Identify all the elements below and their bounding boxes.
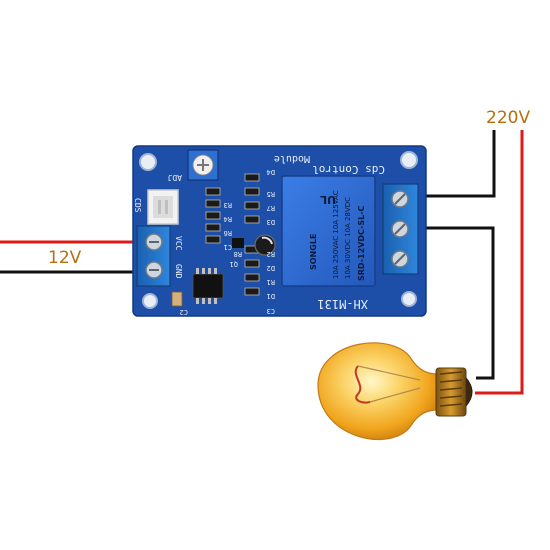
relay-ul-mark: UL [320,193,336,206]
silk-r8: R8 [234,250,242,258]
silk-r4: R4 [224,215,232,223]
label-220v: 220V [486,108,530,128]
relay: UL SONGLE 10A 250VAC 10A 125VAC 10A 30VD… [281,175,376,287]
relay-model: SRD-12VDC-SL-C [357,205,366,281]
silk-r7: R7 [267,204,275,212]
silk-d1: D1 [267,292,275,300]
cds-connector [147,189,179,225]
light-bulb-icon [317,342,473,440]
wire-220v-neutral-in [418,130,496,198]
silk-r2: R2 [267,250,275,258]
mounting-holes [139,151,418,309]
silk-c1: C1 [224,243,232,251]
silk-d4: D4 [267,168,275,176]
input-terminal [136,225,171,287]
silk-d3: D3 [267,218,275,226]
wire-220v-live [475,130,524,395]
silk-r1: R1 [267,278,275,286]
smd-components [171,173,276,307]
output-terminal [382,183,419,275]
silk-q1: Q1 [230,260,238,268]
label-12v: 12V [48,248,82,268]
wire-relay-to-lamp [418,226,495,380]
silk-gnd: GND [174,264,183,279]
relay-module-board: CDS ADJ Cds Control Module VCC GND [132,145,427,317]
silk-title-2: Module [274,153,310,164]
silk-r6: R6 [224,229,232,237]
silk-vcc: VCC [174,236,183,251]
silk-c3: C3 [267,307,275,315]
silk-title-1: Cds Control [312,163,385,176]
silk-adj: ADJ [168,173,182,182]
silk-r3: R3 [224,201,232,209]
component-labels: D4 R5 R3 R7 R4 D3 R6 C1 Q1 R8 R2 D2 R1 D… [180,168,275,316]
relay-brand: SONGLE [309,234,318,270]
silk-r5: R5 [267,190,275,198]
silk-cds: CDS [133,198,142,213]
silk-c2: C2 [180,308,188,316]
silk-model: XH-M131 [317,297,368,311]
relay-rating-2: 10A 30VDC 10A 28VDC [344,197,352,279]
relay-icon [281,175,376,287]
silk-d2: D2 [267,264,275,272]
relay-rating-1: 10A 250VAC 10A 125VAC [332,190,340,279]
supply-wires [0,240,150,274]
mains-wires [418,130,524,395]
potentiometer [187,149,219,181]
